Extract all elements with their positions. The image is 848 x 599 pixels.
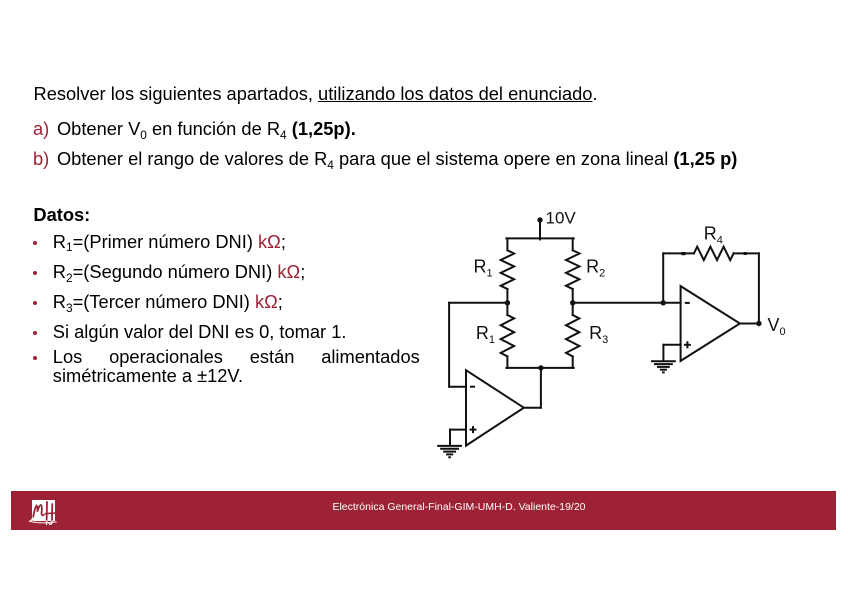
svg-text:R4: R4 — [704, 223, 723, 246]
svg-text:R1: R1 — [474, 257, 493, 280]
svg-text:R2: R2 — [586, 257, 605, 280]
svg-text:V0: V0 — [768, 315, 786, 338]
svg-text:R1: R1 — [476, 323, 495, 346]
svg-text:10V: 10V — [546, 208, 577, 227]
svg-text:R3: R3 — [589, 323, 608, 346]
